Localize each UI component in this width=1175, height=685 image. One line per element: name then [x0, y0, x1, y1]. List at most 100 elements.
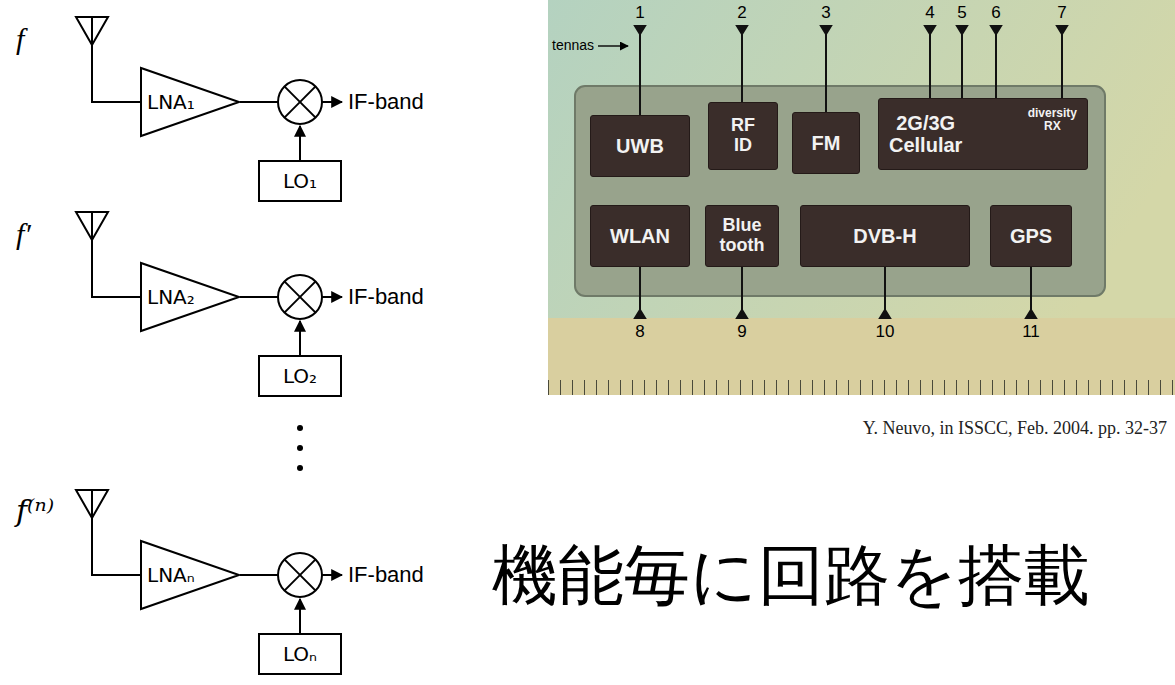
antenna-pins — [635, 26, 1067, 318]
amplifier-shape — [141, 263, 239, 331]
output-arrow — [322, 574, 342, 576]
mixer-symbol — [278, 80, 322, 124]
citation-caption: Y. Neuvo, in ISSCC, Feb. 2004. pp. 32-37 — [863, 418, 1167, 439]
mixer-cross — [284, 281, 315, 312]
antenna-head — [925, 26, 935, 34]
antenna-pin — [1061, 26, 1063, 98]
antenna-pin — [825, 26, 827, 112]
wire — [240, 574, 278, 576]
chip-label: WLAN — [610, 225, 670, 247]
chip-module: WLAN — [590, 205, 690, 267]
chip-module: GPS — [990, 205, 1072, 267]
ellipsis-dots — [297, 425, 303, 471]
amplifier-triangle: LNA₁ — [140, 67, 240, 137]
antenna-wire — [92, 212, 140, 297]
frequency-label: f′ — [16, 217, 31, 252]
mixer-symbol — [278, 553, 322, 597]
antenna-head — [1026, 310, 1036, 318]
mixer-symbol — [278, 275, 322, 319]
photo-background — [548, 0, 1175, 395]
node-label: LO₁ — [283, 169, 317, 193]
antenna-pin — [995, 26, 997, 98]
callout-number: 7 — [1042, 3, 1082, 23]
wire — [240, 101, 278, 103]
lo-arrow — [299, 321, 301, 355]
antenna-symbol — [76, 490, 108, 518]
callout-number: 4 — [910, 3, 950, 23]
chip-label: Blue tooth — [720, 216, 765, 256]
frequency-label: f⁽ⁿ⁾ — [16, 494, 54, 529]
callout-number: 1 — [620, 3, 660, 23]
amplifier-triangle: LNAₙ — [140, 540, 240, 610]
lo-arrow — [299, 126, 301, 160]
antenna-pin — [639, 26, 641, 115]
antenna-symbol — [76, 212, 108, 240]
part-name: tennas — [552, 37, 594, 53]
chip-module: UWB — [590, 115, 690, 177]
antenna-head — [957, 26, 967, 34]
antenna-head — [737, 310, 747, 318]
callout-number: 2 — [722, 3, 762, 23]
dot — [297, 465, 303, 471]
antenna-head — [635, 310, 645, 318]
ruler — [548, 318, 1175, 395]
oscillator-box: LO₂ — [258, 355, 342, 397]
chip-label: diversity RX — [1028, 107, 1077, 133]
heading-note: 機能毎に回路を搭載 — [492, 538, 1090, 614]
mixer-cross — [284, 559, 315, 590]
node-label: LOₙ — [283, 642, 317, 666]
wire — [240, 296, 278, 298]
chip-label: DVB-H — [853, 225, 916, 247]
callout-number: 8 — [620, 322, 660, 342]
output-arrow — [322, 296, 342, 298]
ruler-ticks — [548, 318, 1175, 395]
mixer-cross — [284, 86, 315, 117]
chip-label: FM — [812, 132, 841, 154]
antenna-head — [737, 26, 747, 34]
circuit-board — [575, 86, 1105, 296]
chip-module: RF ID — [708, 102, 778, 170]
callout-number: 3 — [806, 3, 846, 23]
signal-label: IF-band — [348, 284, 424, 309]
callout-number: 5 — [942, 3, 982, 23]
antenna-head — [991, 26, 1001, 34]
node-label: LNAₙ — [147, 563, 195, 587]
antenna-head — [880, 310, 890, 318]
board-photo — [548, 0, 1175, 395]
dot — [297, 445, 303, 451]
chip-label: UWB — [616, 135, 664, 157]
mixer-cross — [284, 86, 315, 117]
amplifier-shape — [141, 541, 239, 609]
chip-label: RF ID — [731, 116, 755, 156]
pointer-arrow — [598, 45, 628, 47]
oscillator-box: LO₁ — [258, 160, 342, 202]
antenna-wire — [92, 490, 140, 575]
antenna-pin — [929, 26, 931, 98]
node-label: LO₂ — [283, 364, 317, 388]
chip-module: 2G/3G Cellular diversity RX — [878, 98, 1088, 170]
callout-number: 6 — [976, 3, 1016, 23]
chip-module: FM — [792, 112, 860, 174]
callout-number: 10 — [865, 322, 905, 342]
chip-label: 2G/3G Cellular — [889, 112, 962, 156]
receiver-chain — [76, 212, 342, 355]
node-label: LNA₁ — [147, 90, 195, 114]
frequency-label: f — [16, 22, 24, 57]
antenna-pin — [741, 26, 743, 102]
antenna-wire — [92, 17, 140, 102]
chip-module: Blue tooth — [705, 205, 779, 267]
amplifier-shape — [141, 68, 239, 136]
mixer-cross — [284, 559, 315, 590]
oscillator-box: LOₙ — [258, 633, 342, 675]
chip-label: GPS — [1010, 225, 1052, 247]
antenna-symbol — [76, 17, 108, 45]
antenna-head — [635, 26, 645, 34]
mixer-cross — [284, 281, 315, 312]
callout-number: 9 — [722, 322, 762, 342]
lo-arrow — [299, 599, 301, 633]
antenna-head — [821, 26, 831, 34]
amplifier-triangle: LNA₂ — [140, 262, 240, 332]
output-arrow — [322, 101, 342, 103]
signal-label: IF-band — [348, 562, 424, 587]
